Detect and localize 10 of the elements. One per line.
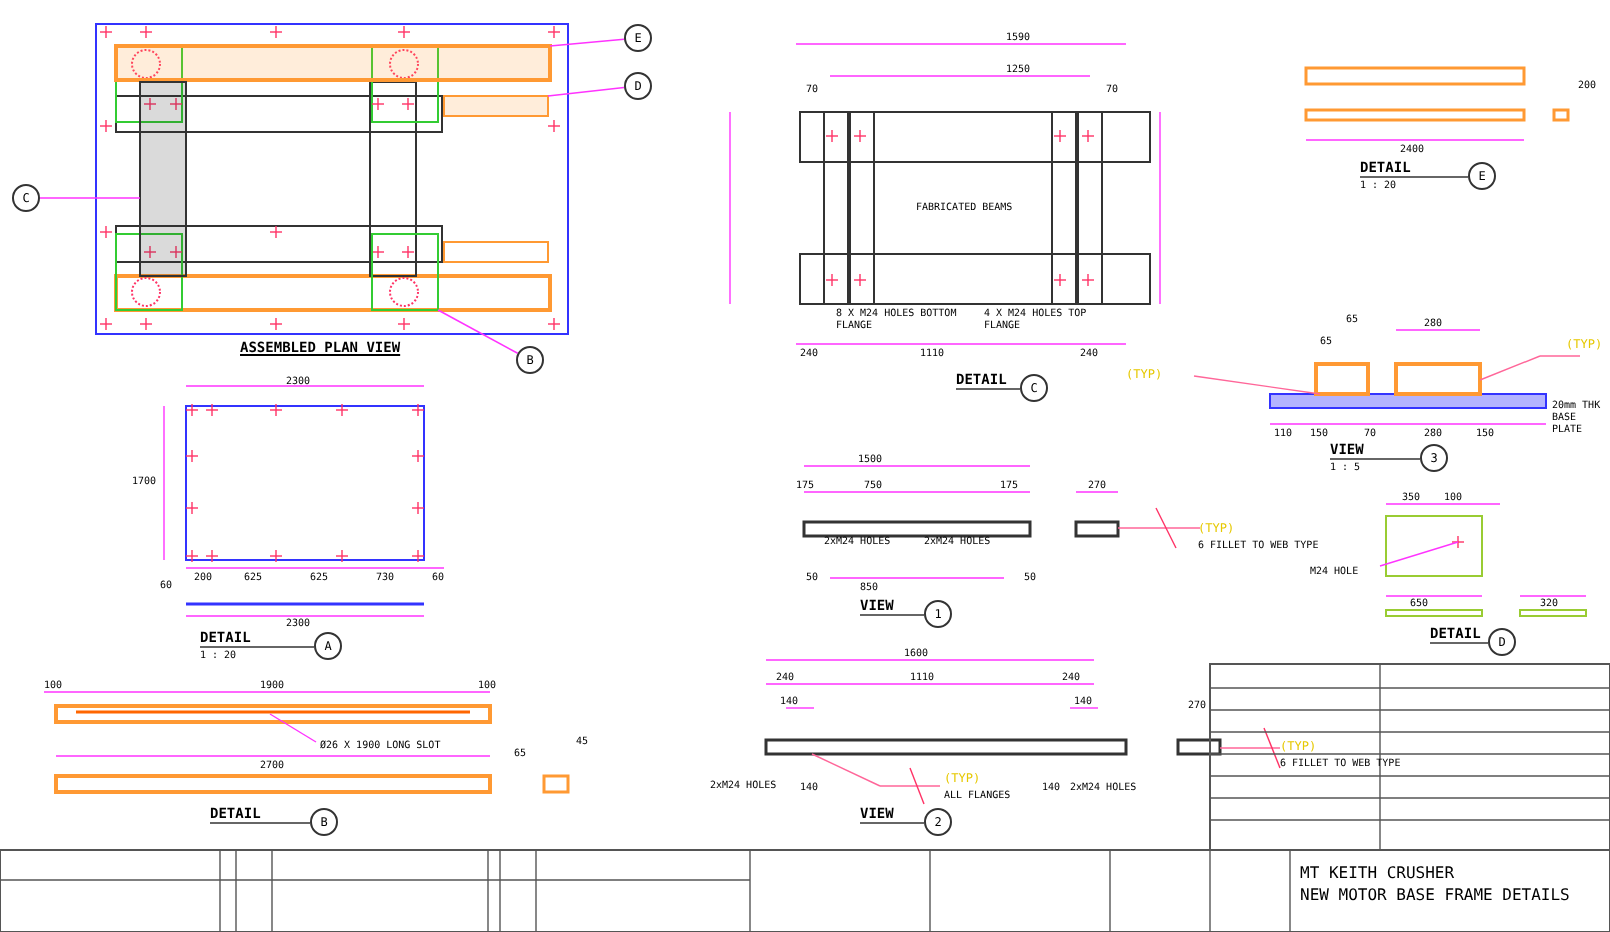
drawing-title: MT KEITH CRUSHER [1300, 864, 1455, 882]
mounting-plate [371, 233, 439, 311]
leader-line [549, 38, 625, 47]
leader-line [437, 309, 519, 355]
drawing-title: NEW MOTOR BASE FRAME DETAILS [1300, 886, 1570, 904]
leader-line [39, 197, 141, 199]
beam [443, 95, 549, 117]
beam [114, 44, 552, 82]
beam [139, 81, 187, 277]
leader-line [547, 86, 625, 97]
